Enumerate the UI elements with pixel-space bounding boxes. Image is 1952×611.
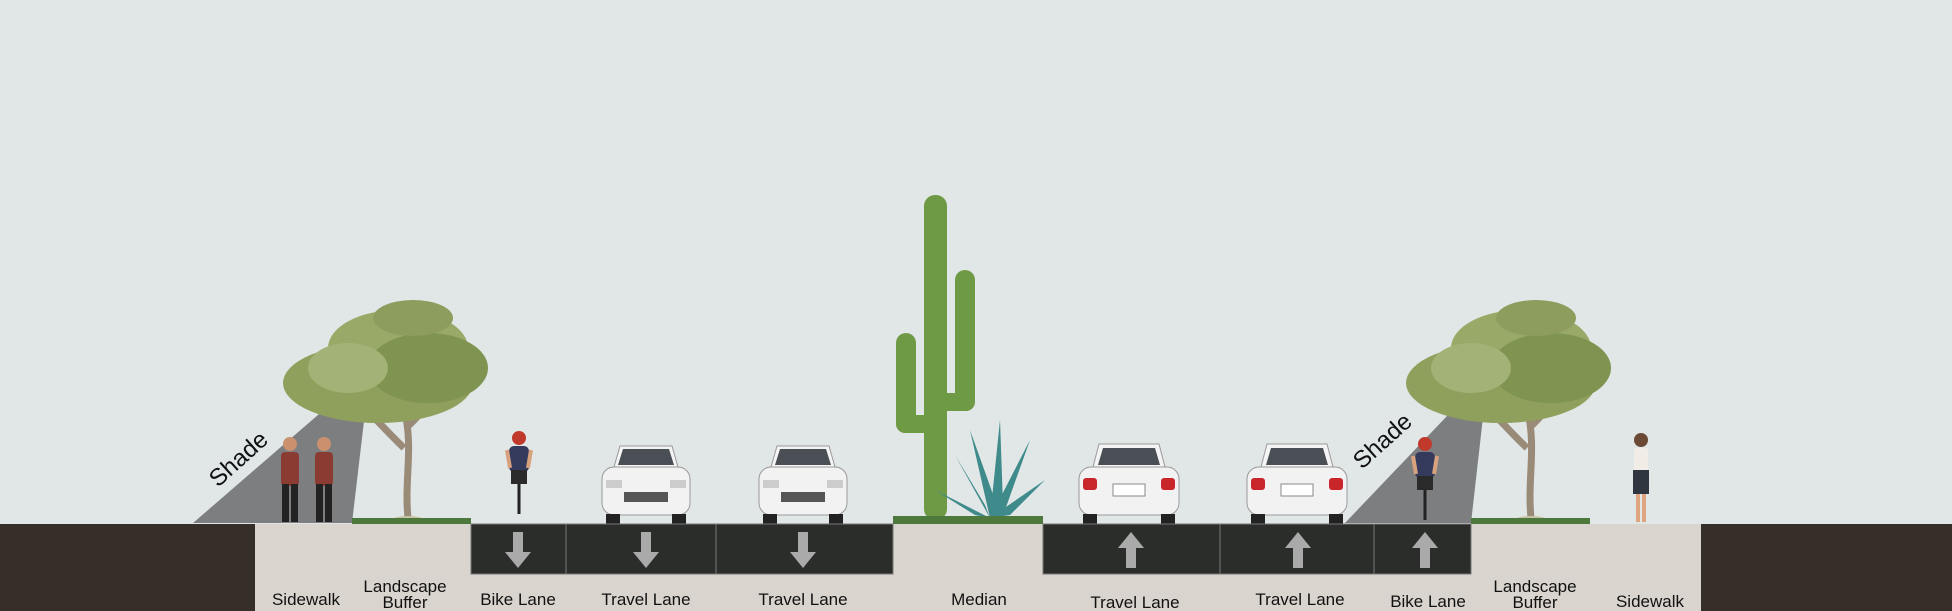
label-buffer-left-2: Buffer	[382, 593, 427, 611]
label-bike-lane-left: Bike Lane	[480, 590, 556, 609]
label-sidewalk-right: Sidewalk	[1616, 592, 1685, 611]
earth-right	[1701, 524, 1952, 611]
label-buffer-right-2: Buffer	[1512, 593, 1557, 611]
label-buffer-right-1: Landscape	[1493, 577, 1576, 596]
label-travel-lane-4: Travel Lane	[1255, 590, 1344, 609]
agave-plant-icon	[935, 420, 1045, 518]
label-sidewalk-left: Sidewalk	[272, 590, 341, 609]
label-median: Median	[951, 590, 1007, 609]
grass-strip-median	[893, 516, 1043, 524]
label-travel-lane-1: Travel Lane	[601, 590, 690, 609]
earth-left	[0, 524, 255, 611]
grass-strip-left	[352, 518, 471, 524]
pedestrian-woman	[1633, 433, 1649, 522]
label-buffer-left-1: Landscape	[363, 577, 446, 596]
label-bike-lane-right: Bike Lane	[1390, 592, 1466, 611]
grass-strip-right	[1471, 518, 1590, 524]
label-travel-lane-3: Travel Lane	[1090, 593, 1179, 611]
saguaro-cactus-icon	[896, 195, 975, 520]
label-travel-lane-2: Travel Lane	[758, 590, 847, 609]
